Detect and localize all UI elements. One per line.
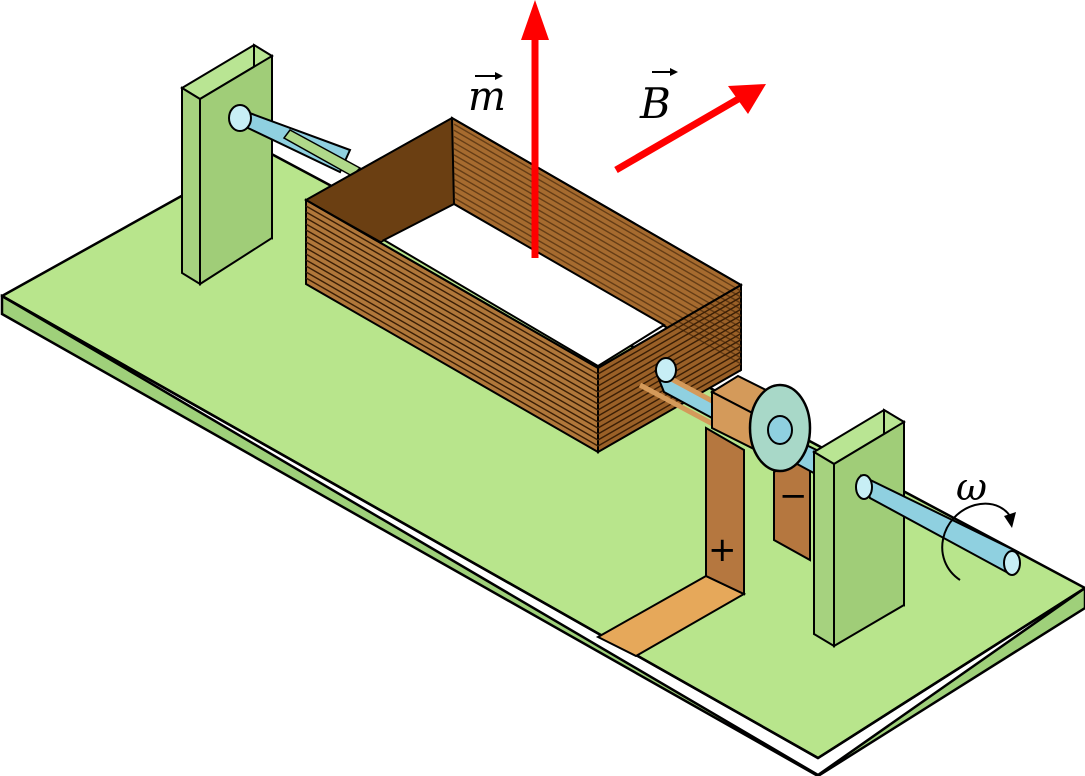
rotation-indicator: ω xyxy=(941,465,1016,581)
coil-winding xyxy=(453,148,742,316)
back-support xyxy=(180,43,274,286)
magnetic-moment-vector: m xyxy=(468,0,549,258)
coil-winding xyxy=(453,197,742,365)
coil-winding xyxy=(453,135,742,304)
coil-winding xyxy=(305,229,599,399)
coil-winding xyxy=(597,296,742,381)
coil-winding xyxy=(597,314,742,399)
coil-winding xyxy=(305,223,599,393)
coil-winding xyxy=(453,154,742,323)
coil-winding xyxy=(597,302,742,387)
coil-winding xyxy=(305,271,599,441)
coil-winding xyxy=(305,259,599,429)
coil-winding xyxy=(453,160,742,329)
coil-winding xyxy=(305,205,599,375)
coil-winding xyxy=(305,235,599,405)
coil-winding xyxy=(453,129,742,298)
plus-brush: + xyxy=(705,426,745,596)
coil-winding xyxy=(453,178,742,347)
coil-winding xyxy=(305,241,599,411)
coil-winding xyxy=(597,363,742,447)
coil-winding xyxy=(305,211,599,381)
coil xyxy=(303,116,743,454)
axle-back xyxy=(228,104,362,177)
coil-winding xyxy=(305,247,599,417)
coil-winding xyxy=(597,290,742,375)
label-m: m xyxy=(468,74,506,120)
coil-winding xyxy=(597,308,742,393)
coil-winding xyxy=(453,123,742,292)
minus-sign: − xyxy=(779,476,808,516)
axle-end xyxy=(855,474,1021,576)
front-support xyxy=(812,408,906,648)
magnetic-field-vector: B xyxy=(614,68,766,174)
coil-winding xyxy=(305,217,599,387)
coil-winding xyxy=(305,265,599,435)
coil-winding xyxy=(305,277,599,447)
label-B: B xyxy=(639,79,671,128)
coil-winding xyxy=(453,141,742,310)
coil-winding xyxy=(453,191,742,359)
coil-winding xyxy=(305,253,599,423)
label-omega: ω xyxy=(956,465,987,509)
coil-winding xyxy=(453,184,742,353)
commutator xyxy=(709,374,812,473)
coil-winding xyxy=(453,166,742,335)
plus-sign: + xyxy=(708,530,737,570)
